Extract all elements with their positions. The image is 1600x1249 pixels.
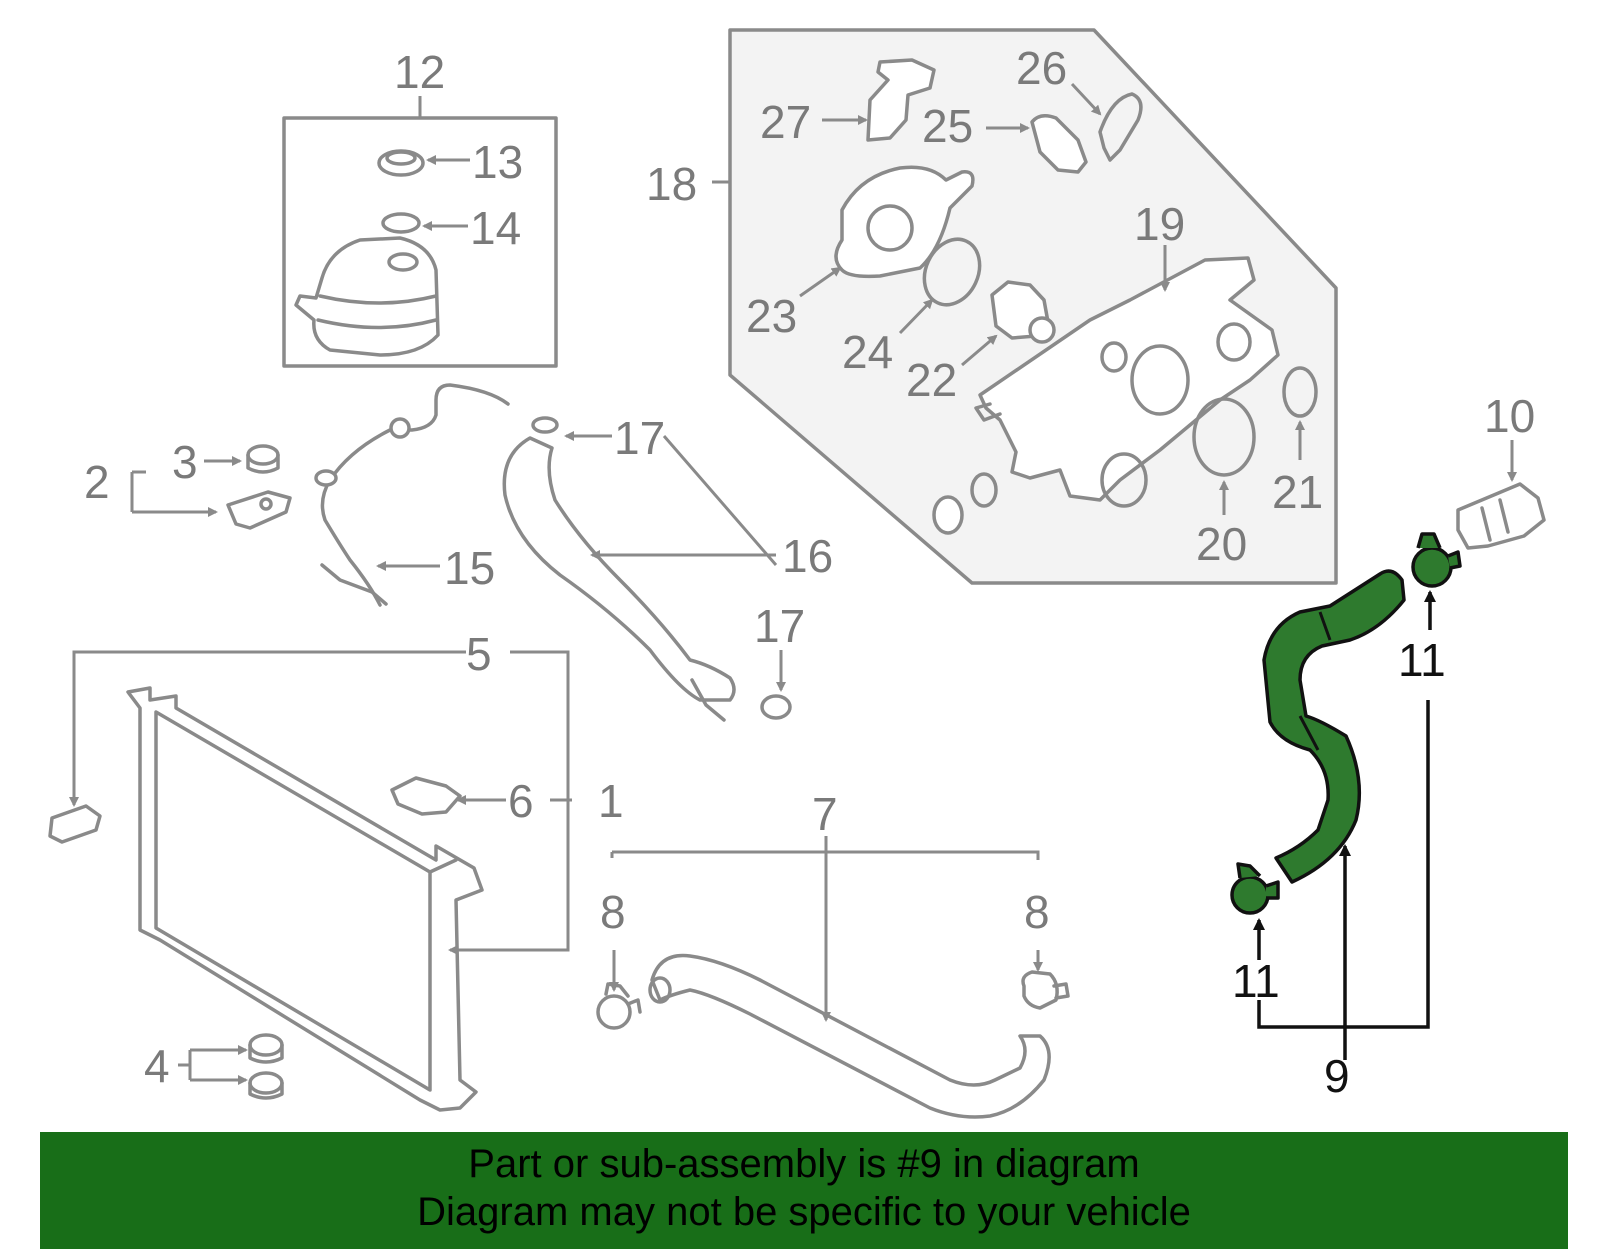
lower-hose-clamp-left-part (596, 994, 632, 1030)
housing-gasket-part (1192, 397, 1256, 477)
callout-18[interactable]: 18 (646, 158, 697, 210)
callout-21[interactable]: 21 (1272, 466, 1323, 518)
callout-25[interactable]: 25 (922, 100, 973, 152)
reservoir-tank-part (294, 236, 440, 357)
callout-16[interactable]: 16 (782, 530, 833, 582)
lower-radiator-hose-part (650, 953, 1051, 1119)
banner-part-notice: Part or sub-assembly is #9 in diagram (468, 1142, 1140, 1186)
callout-7[interactable]: 7 (812, 788, 838, 840)
callout-8-left[interactable]: 8 (600, 886, 626, 938)
highlighted-hose-assembly (1230, 532, 1462, 1060)
hose-clamp-upper-part (1411, 532, 1462, 588)
hose-connector-part (1456, 482, 1546, 550)
radiator-group (48, 650, 572, 1112)
callout-15[interactable]: 15 (444, 542, 495, 594)
upper-hose-clamp-part (531, 416, 559, 434)
bracket-group (130, 444, 292, 530)
callout-5[interactable]: 5 (466, 628, 492, 680)
callout-9[interactable]: 9 (1324, 1050, 1350, 1102)
callout-11-upper[interactable]: 11 (1398, 634, 1446, 686)
reservoir-seal-part (381, 212, 421, 234)
callout-19[interactable]: 19 (1134, 198, 1185, 250)
callout-26[interactable]: 26 (1016, 42, 1067, 94)
mount-bracket-part (226, 490, 292, 530)
callout-17-lower[interactable]: 17 (754, 600, 805, 652)
callout-labels: 1 2 3 4 5 6 7 8 8 9 10 11 11 12 13 14 15… (84, 42, 1535, 1102)
callout-10[interactable]: 10 (1484, 390, 1535, 442)
callout-20[interactable]: 20 (1196, 518, 1247, 570)
thermostat-cover-part (834, 165, 975, 279)
overflow-hose-part (314, 383, 510, 607)
callout-6[interactable]: 6 (508, 775, 534, 827)
radiator-seal-part (390, 776, 462, 816)
callout-13[interactable]: 13 (472, 136, 523, 188)
callout-17-upper[interactable]: 17 (614, 412, 665, 464)
callout-24[interactable]: 24 (842, 326, 893, 378)
callout-3[interactable]: 3 (172, 436, 198, 488)
radiator-insulator-lower-part (248, 1071, 284, 1095)
radiator-insulator-upper-part (248, 1033, 284, 1057)
callout-11-lower[interactable]: 11 (1232, 955, 1280, 1007)
lower-hose-clamp-part (760, 694, 792, 720)
lower-hose-clamp-right-part (1021, 970, 1059, 1010)
lower-hose-group (596, 836, 1070, 1119)
sensor-bracket-part (866, 58, 936, 142)
callout-27[interactable]: 27 (760, 96, 811, 148)
radiator-part (126, 686, 484, 1112)
water-outlet-housing-part (978, 256, 1280, 502)
hose-clamp-lower-part (1230, 862, 1280, 915)
thermostat-housing-group (712, 28, 1338, 585)
grommet-part (246, 444, 280, 466)
callout-12[interactable]: 12 (394, 46, 445, 98)
callout-22[interactable]: 22 (906, 354, 957, 406)
callout-4[interactable]: 4 (144, 1040, 170, 1092)
callout-2[interactable]: 2 (84, 456, 110, 508)
outlet-gasket-part (1282, 366, 1318, 418)
banner-disclaimer: Diagram may not be specific to your vehi… (417, 1190, 1191, 1234)
cover-gasket-part (922, 237, 982, 307)
heater-hose-part (1262, 569, 1406, 884)
housing-plug-part (932, 495, 964, 535)
callout-23[interactable]: 23 (746, 290, 797, 342)
callout-8-right[interactable]: 8 (1024, 886, 1050, 938)
temperature-sensor-part (1030, 114, 1088, 174)
callout-1[interactable]: 1 (598, 775, 624, 827)
callout-14[interactable]: 14 (470, 202, 521, 254)
housing-o-ring-part (970, 472, 998, 508)
radiator-mount-part (48, 804, 102, 844)
part-notice-banner: Part or sub-assembly is #9 in diagram Di… (40, 1132, 1568, 1249)
upper-hose-group (502, 416, 792, 722)
hose-connector-group (1456, 440, 1546, 550)
upper-radiator-hose-part (502, 436, 736, 702)
reservoir-assembly-box (282, 96, 558, 368)
sensor-clip-part (1098, 92, 1143, 162)
